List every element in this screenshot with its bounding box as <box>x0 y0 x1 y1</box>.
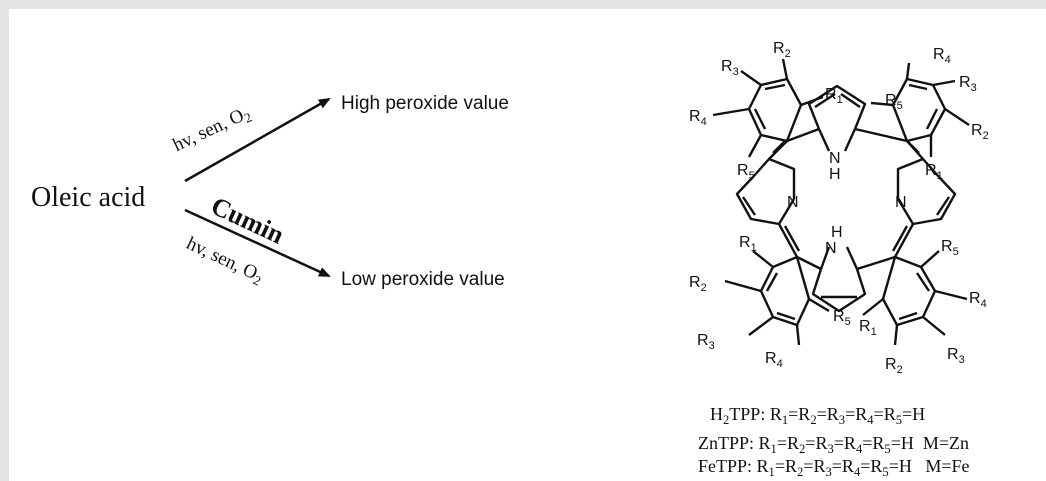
r4-bl: R4 <box>765 350 783 370</box>
reaction-arrows <box>184 97 331 278</box>
arrow-to-high <box>184 97 331 183</box>
r2-tr: R2 <box>971 122 989 142</box>
r2-bl: R2 <box>689 274 707 294</box>
r1-tr: R1 <box>925 162 943 182</box>
n-right: N <box>895 194 907 211</box>
r3-tl: R3 <box>721 58 739 78</box>
formula-h2tpp: H2TPP: R1=R2=R3=R4=R5=H <box>710 404 926 427</box>
product-high-label: High peroxide value <box>341 93 509 114</box>
product-low-label: Low peroxide value <box>341 269 505 290</box>
r2-br: R2 <box>885 356 903 376</box>
r5-br: R5 <box>941 238 959 258</box>
reactant-label: Oleic acid <box>31 182 146 213</box>
r4-tr: R4 <box>933 46 951 66</box>
scheme-card: Oleic acid hv, sen, O2 Cumin hv, sen, O2… <box>9 9 1046 481</box>
r3-bl: R3 <box>697 332 715 352</box>
nh-top-n: N <box>829 150 841 167</box>
porphyrin-bonds <box>712 58 970 346</box>
arrow-to-low <box>184 208 331 278</box>
atom-labels: N H N N H N R2 R3 R1 R4 R5 R4 R3 R5 R2 R… <box>689 40 989 376</box>
porphyrin-structure: N H N N H N R2 R3 R1 R4 R5 R4 R3 R5 R2 R… <box>689 40 989 376</box>
r3-tr: R3 <box>959 74 977 94</box>
r1-bl: R1 <box>739 234 757 254</box>
r2-tl: R2 <box>773 40 791 60</box>
r4-br: R4 <box>969 290 987 310</box>
nh-bottom-n: N <box>825 240 837 257</box>
formula-zntpp: ZnTPP: R1=R2=R3=R4=R5=H M=Zn <box>698 433 970 456</box>
nh-top-h: H <box>829 166 841 183</box>
r5-bl: R5 <box>833 308 851 328</box>
r1-br: R1 <box>859 318 877 338</box>
n-left: N <box>787 194 799 211</box>
nh-bottom-h: H <box>831 224 843 241</box>
r4-tl: R4 <box>689 108 707 128</box>
r5-tl: R5 <box>737 162 755 182</box>
formula-fetpp: FeTPP: R1=R2=R3=R4=R5=H M=Fe <box>698 456 970 479</box>
r3-br: R3 <box>947 346 965 366</box>
